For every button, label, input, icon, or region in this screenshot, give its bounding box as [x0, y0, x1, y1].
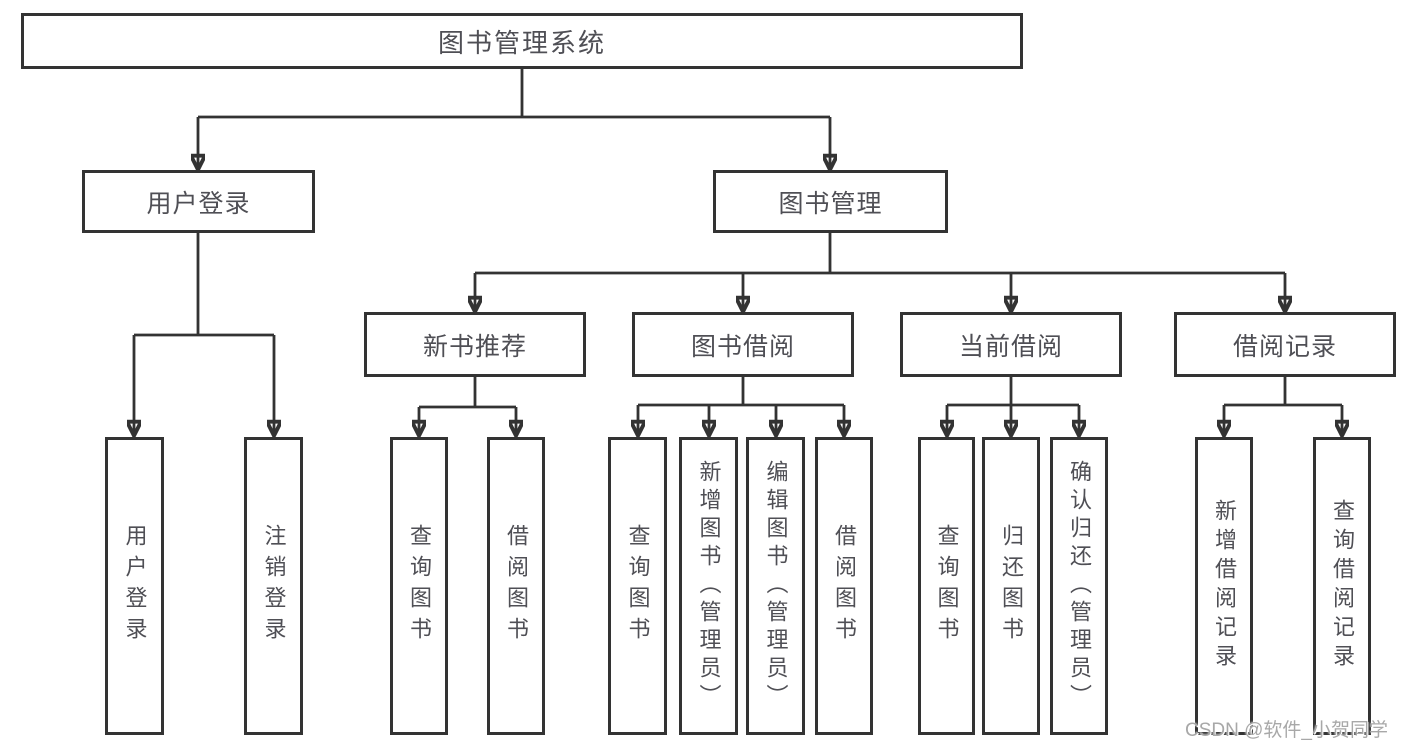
node-label: 新增图书（管理员）: [696, 460, 722, 712]
node-label: 用户登录: [122, 524, 148, 648]
leaf-current-confirm-return-admin: 确认归还（管理员）: [1050, 437, 1108, 735]
leaf-borrow-edit-book-admin: 编辑图书（管理员）: [746, 437, 805, 735]
node-new-book-recommend: 新书推荐: [364, 312, 586, 377]
node-label: 借阅记录: [1232, 332, 1337, 361]
leaf-current-return-book: 归还图书: [982, 437, 1040, 735]
connector-user-login-children: [134, 233, 274, 435]
node-label: 查询借阅记录: [1330, 499, 1355, 673]
node-borrow-records: 借阅记录: [1174, 312, 1396, 377]
connector-root-to-level2: [198, 69, 830, 169]
leaf-recommend-borrow-book: 借阅图书: [487, 437, 545, 735]
leaf-borrow-borrow-book: 借阅图书: [815, 437, 873, 735]
node-label: 编辑图书（管理员）: [763, 460, 789, 712]
node-label: 新增借阅记录: [1212, 499, 1237, 673]
node-user-login: 用户登录: [82, 170, 315, 233]
node-label: 用户登录: [146, 189, 251, 218]
csdn-watermark: CSDN @软件_小贺同学: [1185, 720, 1388, 741]
connector-book-management-children: [475, 233, 1285, 311]
node-library-management-system: 图书管理系统: [21, 13, 1023, 69]
leaf-recommend-query-book: 查询图书: [390, 437, 448, 735]
leaf-user-login: 用户登录: [105, 437, 164, 735]
node-label: 新书推荐: [422, 332, 527, 361]
node-label: 借阅图书: [504, 524, 529, 648]
node-current-borrow: 当前借阅: [900, 312, 1122, 377]
node-label: 查询图书: [934, 524, 960, 648]
connector-borrow-records-children: [1224, 377, 1342, 435]
connector-current-borrow-children: [947, 377, 1079, 435]
node-label: 查询图书: [625, 524, 651, 648]
node-label: 确认归还（管理员）: [1067, 460, 1092, 712]
connector-new-book-recommend-children: [419, 377, 516, 435]
node-label: 借阅图书: [832, 524, 857, 648]
leaf-borrow-add-book-admin: 新增图书（管理员）: [679, 437, 738, 735]
node-label: 注销登录: [261, 524, 287, 648]
node-label: 图书借阅: [690, 332, 795, 361]
leaf-records-add-record: 新增借阅记录: [1195, 437, 1253, 735]
leaf-logout-login: 注销登录: [244, 437, 303, 735]
node-label: 图书管理: [778, 189, 883, 218]
node-book-management: 图书管理: [713, 170, 948, 233]
node-label: 图书管理系统: [437, 27, 606, 58]
leaf-borrow-query-book: 查询图书: [608, 437, 667, 735]
node-book-borrow: 图书借阅: [632, 312, 854, 377]
connector-book-borrow-children: [638, 377, 844, 435]
node-label: 归还图书: [999, 524, 1024, 648]
leaf-records-query-record: 查询借阅记录: [1313, 437, 1371, 735]
node-label: 当前借阅: [958, 332, 1063, 361]
node-label: 查询图书: [407, 524, 432, 648]
leaf-current-query-book: 查询图书: [918, 437, 975, 735]
